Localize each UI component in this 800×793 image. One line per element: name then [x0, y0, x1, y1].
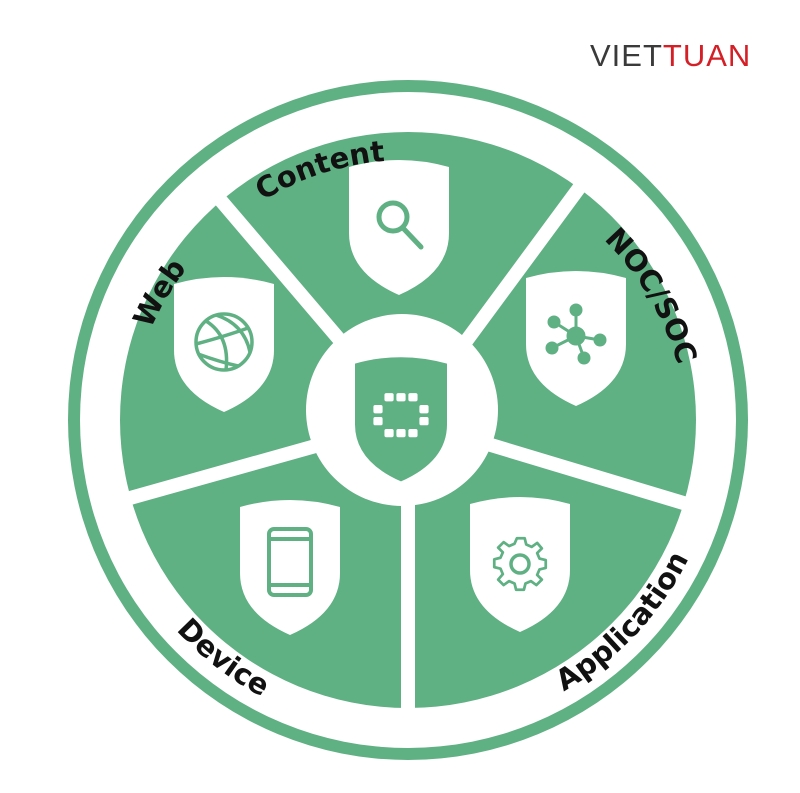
- magnifier-icon: [376, 200, 424, 250]
- brand-logo-part2: TUAN: [662, 38, 752, 73]
- network-hub-icon: [545, 303, 607, 365]
- noc-soc-shield: [526, 271, 626, 406]
- brand-logo-part1: VIET: [590, 38, 663, 73]
- device-shield: [240, 500, 340, 635]
- fortinet-security-fabric-icon: [355, 357, 447, 482]
- web-shield: [174, 277, 274, 412]
- globe-icon: [194, 312, 254, 372]
- content-shield: [349, 160, 449, 295]
- brand-logo: VIETTUAN: [590, 38, 751, 74]
- application-shield: [470, 497, 570, 632]
- smartphone-icon: [267, 527, 313, 597]
- gear-icon: [492, 536, 548, 592]
